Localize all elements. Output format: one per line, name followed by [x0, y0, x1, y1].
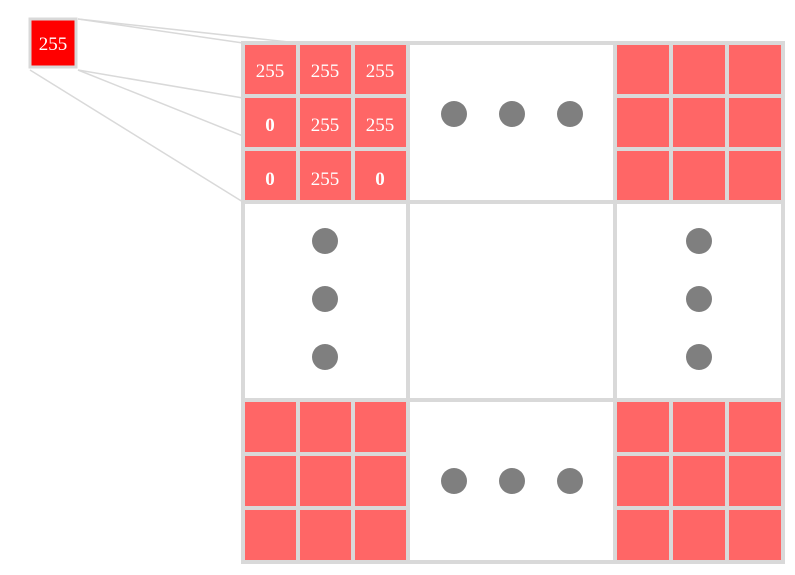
pixel-cell-bottom-right-r2-c0 — [613, 506, 673, 564]
pixel-cell-bottom-left-r0-c2 — [351, 398, 410, 456]
ellipsis-dot-right-0 — [686, 228, 712, 254]
pixel-cell-bottom-left-r0-c1 — [296, 398, 355, 456]
ellipsis-dot-left-2 — [312, 344, 338, 370]
ellipsis-dot-bottom-1 — [499, 468, 525, 494]
pixel-cell-bottom-right-r1-c0 — [613, 452, 673, 510]
cell-value-r1-c2: 255 — [366, 115, 395, 136]
cell-value-r0-c1: 255 — [311, 61, 340, 82]
ellipsis-dot-top-2 — [557, 101, 583, 127]
pixel-cell-top-left-r2-c1 — [296, 147, 355, 204]
pixel-cell-top-right-r0-c2 — [725, 41, 785, 98]
cell-value-r0-c2: 255 — [366, 61, 395, 82]
panel-center — [406, 200, 617, 402]
pixel-cell-bottom-right-r0-c0 — [613, 398, 673, 456]
cell-value-r0-c0: 255 — [256, 61, 285, 82]
pixel-cell-top-right-r1-c2 — [725, 94, 785, 151]
pixel-cell-bottom-right-r1-c2 — [725, 452, 785, 510]
ellipsis-dots — [312, 101, 712, 494]
pixel-cell-top-right-r2-c1 — [669, 147, 729, 204]
ellipsis-dot-right-2 — [686, 344, 712, 370]
pixel-cell-bottom-left-r2-c2 — [351, 506, 410, 564]
pixel-cell-top-left-r1-c2 — [351, 94, 410, 151]
pixel-cell-bottom-left-r1-c0 — [241, 452, 300, 510]
cell-value-r1-c0: 0 — [265, 115, 275, 136]
pixel-cell-bottom-right-r2-c1 — [669, 506, 729, 564]
connector-line-bottom — [77, 69, 244, 99]
cell-value-r2-c2: 0 — [375, 169, 385, 190]
ellipsis-dot-bottom-0 — [441, 468, 467, 494]
pixel-cell-bottom-left-r2-c1 — [296, 506, 355, 564]
ellipsis-dot-right-1 — [686, 286, 712, 312]
top-left-block-values: 255 255 255 0 255 255 0 255 0 — [256, 61, 395, 190]
pixel-cell-top-right-r2-c2 — [725, 147, 785, 204]
pixel-cell-bottom-left-r2-c0 — [241, 506, 300, 564]
pixel-cell-top-left-r2-c2 — [351, 147, 410, 204]
pixel-cell-bottom-right-r2-c2 — [725, 506, 785, 564]
pixel-cell-bottom-left-r1-c1 — [296, 452, 355, 510]
connector-line-top-right — [77, 18, 299, 44]
ellipsis-dot-top-1 — [499, 101, 525, 127]
pixel-cell-top-right-r1-c0 — [613, 94, 673, 151]
cell-value-r2-c0: 0 — [265, 169, 275, 190]
pixel-cell-bottom-right-r0-c2 — [725, 398, 785, 456]
zoomed-pixel-value: 255 — [39, 34, 68, 55]
pixel-cell-bottom-right-r1-c1 — [669, 452, 729, 510]
pixel-cell-top-right-r1-c1 — [669, 94, 729, 151]
connector-line-left — [29, 69, 244, 203]
zoomed-pixel-box — [28, 17, 78, 69]
ellipsis-dot-top-0 — [441, 101, 467, 127]
pixel-cell-bottom-right-r0-c1 — [669, 398, 729, 456]
pixel-cell-top-right-r2-c0 — [613, 147, 673, 204]
connector-line-top — [77, 18, 244, 44]
pixel-cell-bottom-left-r1-c2 — [351, 452, 410, 510]
ellipsis-dot-bottom-2 — [557, 468, 583, 494]
pixel-cell-top-right-r0-c0 — [613, 41, 673, 98]
zoomed-pixel: 255 — [28, 17, 78, 69]
ellipsis-dot-left-1 — [312, 286, 338, 312]
cell-value-r2-c1: 255 — [311, 169, 340, 190]
ellipsis-dot-left-0 — [312, 228, 338, 254]
cell-value-r1-c1: 255 — [311, 115, 340, 136]
pixel-cell-bottom-left-r0-c0 — [241, 398, 300, 456]
pixel-cell-top-right-r0-c1 — [669, 41, 729, 98]
pixel-blocks — [241, 41, 785, 564]
